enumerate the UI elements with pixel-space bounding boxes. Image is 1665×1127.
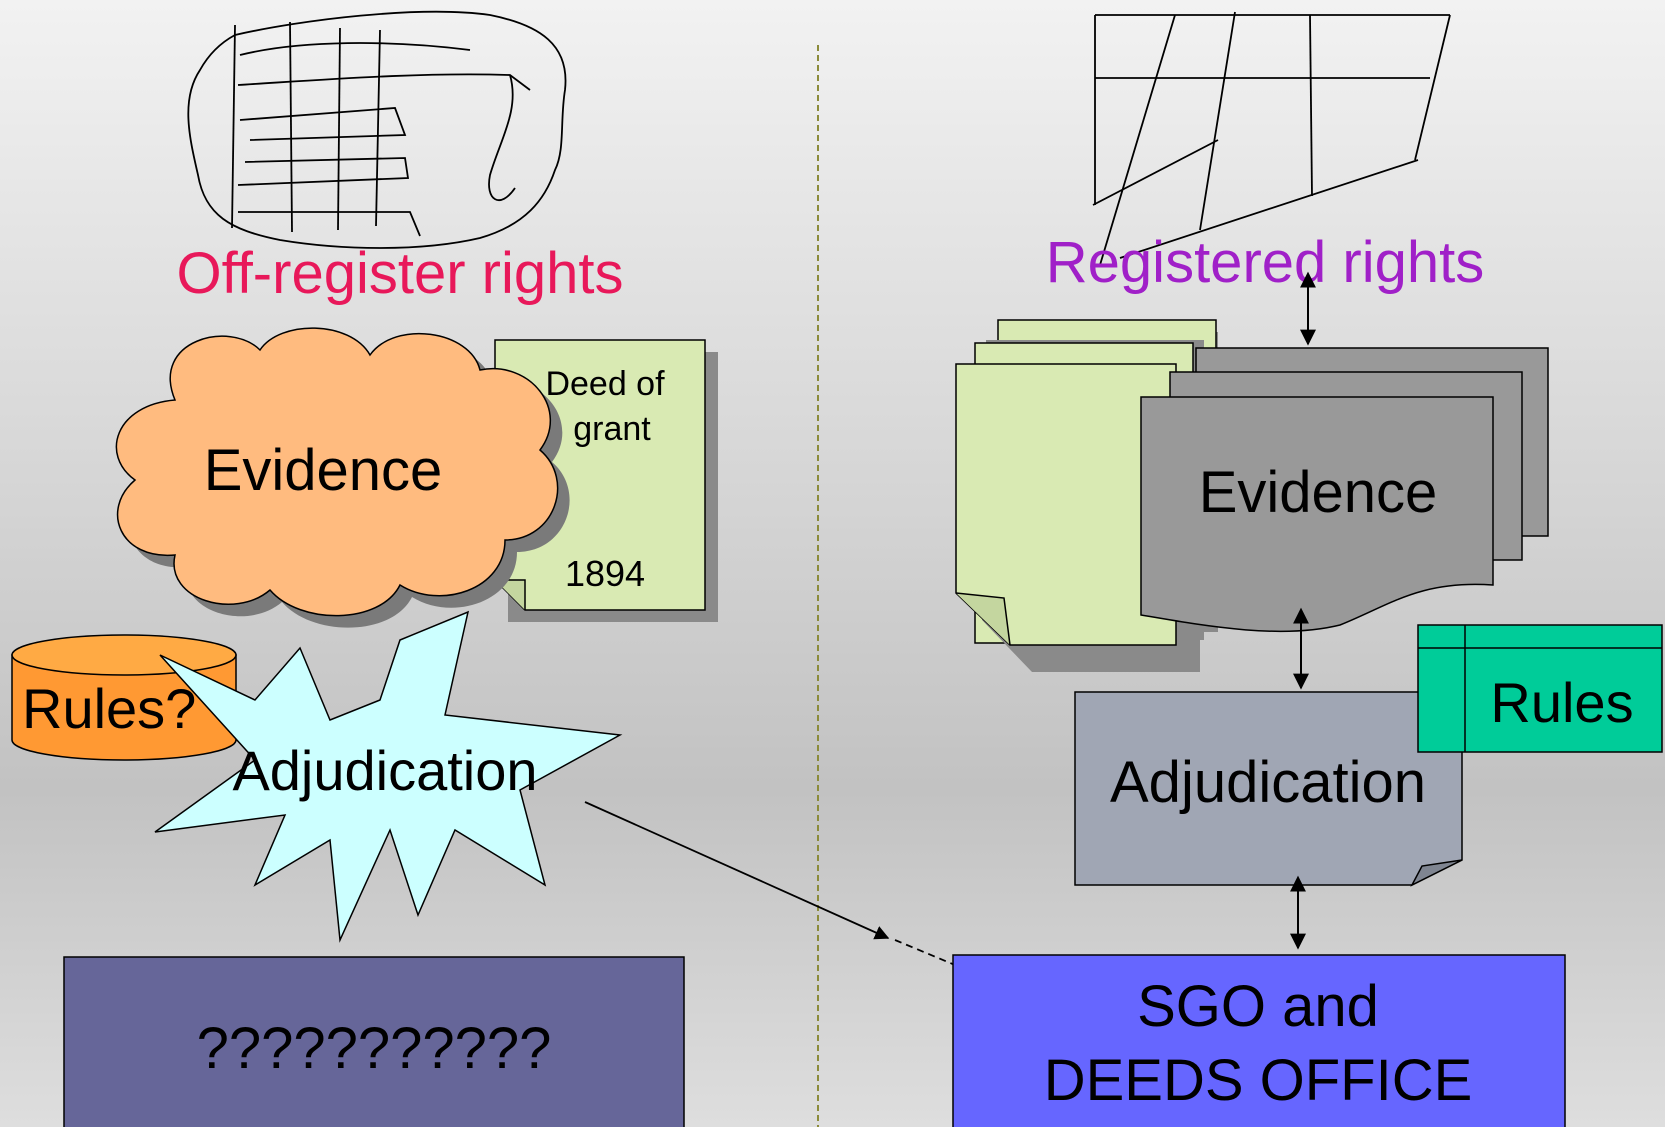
rules-table-box: Rules <box>1417 624 1663 753</box>
deed-title-line1: Deed of <box>545 365 665 403</box>
rules-cylinder-label: Rules? <box>22 677 196 740</box>
evidence-document-label: Evidence <box>1199 460 1438 525</box>
adjudication-starburst: Adjudication <box>154 610 623 943</box>
deeds-office-line1: SGO and <box>1137 974 1379 1039</box>
adjudication-document: Adjudication <box>1074 691 1463 887</box>
unknown-result-label: ??????????? <box>197 1016 552 1081</box>
evidence-multidocument: Evidence <box>1140 347 1549 633</box>
deed-year: 1894 <box>565 553 645 594</box>
adjudication-to-office-dashed <box>894 939 956 966</box>
evidence-cloud-label: Evidence <box>204 438 443 503</box>
registered-heading: Registered rights <box>1046 230 1484 295</box>
evidence-cloud: Evidence <box>115 327 570 628</box>
deeds-office-line2: DEEDS OFFICE <box>1044 1048 1473 1113</box>
deed-title-line2: grant <box>573 410 651 448</box>
cadastral-survey-diagram <box>1092 11 1451 266</box>
off-register-heading: Off-register rights <box>177 241 624 306</box>
deeds-office-box: SGO and DEEDS OFFICE <box>952 954 1566 1127</box>
unknown-result-box: ??????????? <box>63 956 685 1127</box>
rules-table-label: Rules <box>1490 671 1633 734</box>
rules-cylinder: Rules? <box>11 634 237 761</box>
adjudication-starburst-label: Adjudication <box>232 739 537 802</box>
adjudication-to-office-arrow <box>584 801 890 940</box>
informal-map-sketch <box>187 10 567 249</box>
adjudication-document-label: Adjudication <box>1110 750 1426 815</box>
